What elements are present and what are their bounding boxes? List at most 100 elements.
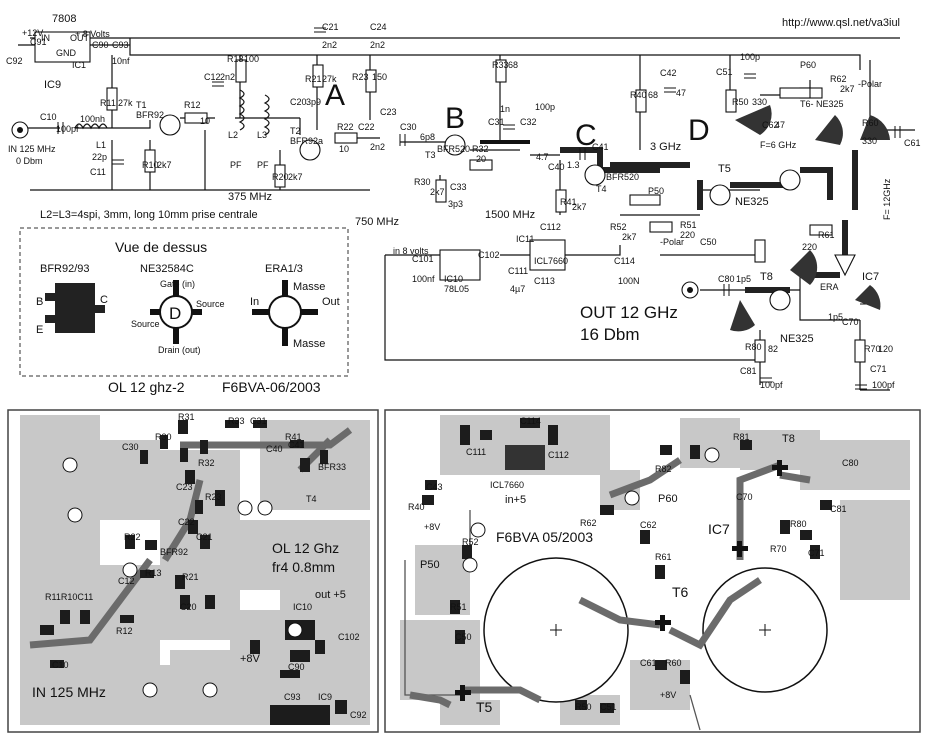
svg-text:2n2: 2n2 — [220, 72, 235, 82]
bfr-title: BFR92/93 — [40, 263, 90, 275]
svg-text:R11: R11 — [100, 98, 116, 108]
svg-text:R21: R21 — [305, 74, 322, 84]
svg-text:C30: C30 — [122, 442, 139, 452]
svg-text:R13: R13 — [145, 568, 162, 578]
pcb-left-title: OL 12 Ghz — [272, 540, 339, 556]
svg-text:220: 220 — [802, 242, 817, 252]
svg-text:Source: Source — [196, 299, 225, 309]
svg-text:78L05: 78L05 — [444, 284, 469, 294]
svg-text:C93: C93 — [112, 40, 129, 50]
ne-title: NE32584C — [140, 263, 194, 275]
svg-text:C93: C93 — [284, 692, 301, 702]
svg-text:+8V: +8V — [660, 690, 676, 700]
svg-text:T4: T4 — [306, 494, 317, 504]
svg-text:C40: C40 — [548, 162, 565, 172]
svg-text:C31: C31 — [488, 117, 505, 127]
svg-text:ERA: ERA — [820, 282, 839, 292]
svg-text:C111: C111 — [508, 266, 528, 276]
svg-text:R61: R61 — [655, 552, 672, 562]
svg-text:R41: R41 — [285, 432, 302, 442]
svg-text:C62: C62 — [640, 520, 657, 530]
svg-text:GND: GND — [56, 48, 77, 58]
svg-text:C10: C10 — [40, 112, 57, 122]
svg-text:C51: C51 — [716, 67, 733, 77]
stage-d-label: D — [688, 114, 710, 147]
transistor-t2-icon — [299, 139, 321, 161]
freq-3g: 3 GHz — [650, 141, 681, 153]
svg-text:330: 330 — [862, 136, 877, 146]
svg-text:C32: C32 — [520, 117, 537, 127]
svg-text:R32: R32 — [198, 458, 215, 468]
svg-text:C113: C113 — [534, 276, 555, 286]
svg-text:Source: Source — [131, 319, 160, 329]
icl7660-chip — [505, 445, 545, 470]
svg-text:PF: PF — [230, 160, 242, 170]
pcb-right-title: F6BVA 05/2003 — [496, 529, 593, 545]
svg-text:C11: C11 — [90, 167, 106, 177]
svg-text:C12: C12 — [204, 72, 221, 82]
svg-text:100p: 100p — [535, 102, 555, 112]
svg-text:NE325: NE325 — [735, 196, 769, 208]
svg-text:C41: C41 — [288, 440, 305, 450]
radial-stub-icon — [855, 285, 881, 310]
svg-text:100pf: 100pf — [760, 380, 783, 390]
pcb-right: C114 C111 C112 C43 R40 R52 P50 R51 C50 R… — [384, 409, 921, 733]
transistor-t1-icon — [159, 114, 181, 136]
radial-stub-icon — [790, 250, 818, 285]
pinout-box: Vue de dessus BFR92/93 NE32584C ERA1/3 B… — [19, 227, 349, 377]
svg-text:L1: L1 — [96, 140, 106, 150]
regulator-ic10 — [439, 249, 481, 281]
svg-text:R40: R40 — [408, 502, 425, 512]
svg-text:C42: C42 — [660, 68, 677, 78]
svg-text:C61: C61 — [640, 658, 657, 668]
svg-text:IC7: IC7 — [862, 271, 879, 283]
svg-text:Masse: Masse — [293, 281, 325, 293]
svg-text:150: 150 — [372, 72, 387, 82]
svg-text:3p3: 3p3 — [448, 199, 463, 209]
svg-text:T3: T3 — [425, 150, 436, 160]
inverter-ic11 — [529, 239, 566, 271]
input-level: 0 Dbm — [16, 156, 43, 166]
svg-text:C62: C62 — [762, 120, 779, 130]
svg-text:C71: C71 — [808, 548, 825, 558]
svg-text:R30: R30 — [155, 432, 172, 442]
svg-text:T2: T2 — [290, 126, 301, 136]
stage-a-label: A — [325, 79, 345, 112]
svg-text:ICL7660: ICL7660 — [490, 480, 524, 490]
svg-text:+8V: +8V — [424, 522, 440, 532]
svg-text:R12: R12 — [184, 100, 201, 110]
output-label: OUT 12 GHz — [580, 303, 678, 322]
svg-text:C111: C111 — [466, 447, 486, 457]
svg-text:R80: R80 — [790, 519, 807, 529]
svg-text:C92: C92 — [6, 56, 23, 66]
svg-text:ICL7660: ICL7660 — [534, 256, 568, 266]
svg-text:out +5: out +5 — [315, 589, 346, 601]
svg-text:C71: C71 — [870, 364, 887, 374]
svg-text:C24: C24 — [370, 22, 387, 32]
svg-text:L2: L2 — [228, 130, 238, 140]
svg-text:C102: C102 — [478, 250, 500, 260]
svg-text:22p: 22p — [92, 152, 107, 162]
svg-text:NE325: NE325 — [780, 333, 814, 345]
svg-text:L3: L3 — [257, 130, 267, 140]
svg-text:2n2: 2n2 — [322, 40, 337, 50]
svg-text:IC10: IC10 — [293, 602, 312, 612]
svg-text:C90: C90 — [288, 662, 305, 672]
svg-text:T5: T5 — [476, 699, 493, 715]
svg-text:Gate (in): Gate (in) — [160, 279, 195, 289]
svg-text:C112: C112 — [540, 222, 561, 232]
svg-text:1p5: 1p5 — [828, 312, 843, 322]
svg-text:R23: R23 — [205, 492, 222, 502]
svg-text:C43: C43 — [426, 482, 443, 492]
pcb-left: R31 R30 R32 R33 C31 C30 R41 C41 C40 BFR3… — [7, 409, 379, 733]
svg-text:IC11: IC11 — [516, 234, 534, 244]
svg-text:2k7: 2k7 — [572, 202, 587, 212]
svg-text:R81: R81 — [733, 432, 750, 442]
era-amplifier-icon — [834, 254, 856, 277]
pot-p60-icon — [779, 87, 811, 99]
svg-text:2n2: 2n2 — [370, 142, 385, 152]
supply-8v-label: + 8 Volts — [75, 29, 110, 39]
radial-stub-icon — [815, 115, 843, 145]
svg-text:PF: PF — [257, 160, 269, 170]
